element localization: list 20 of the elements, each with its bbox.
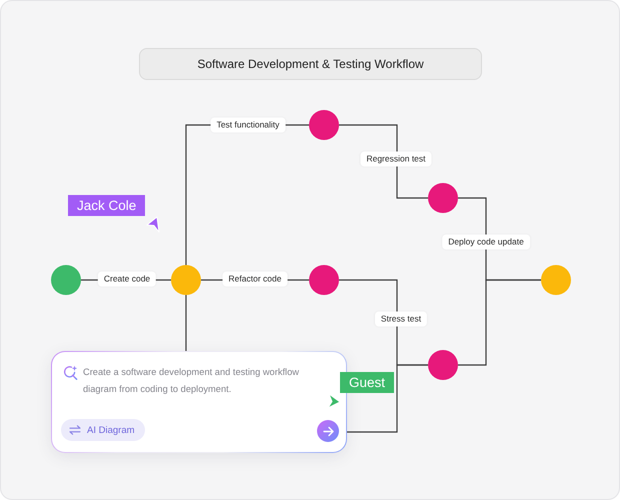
- user-name-tag: Jack Cole: [68, 195, 146, 216]
- connector-line: [339, 124, 428, 199]
- edge-label: Stress test: [374, 312, 428, 326]
- mode-button: AI Diagram: [61, 419, 145, 441]
- circle-node: [309, 265, 339, 295]
- circle-node: [51, 265, 81, 295]
- edge-label: Deploy code update: [442, 234, 530, 250]
- edge-label: Create code: [98, 272, 156, 286]
- edge-label: Refactor code: [222, 272, 288, 286]
- diagram-title: Software Development & Testing Workflow: [139, 48, 482, 80]
- circle-node: [428, 183, 458, 213]
- edge-label: Regression test: [360, 152, 432, 166]
- circle-node: [171, 265, 201, 295]
- circle-node: [428, 350, 458, 380]
- user-name-tag: Guest: [340, 372, 394, 393]
- circle-node: [541, 265, 571, 295]
- circle-node: [309, 110, 339, 140]
- prompt-text: Create a software development and testing workflow diagram from coding to deployment.: [83, 366, 300, 396]
- edge-label: Test functionality: [210, 118, 286, 132]
- connector-line: [458, 279, 541, 366]
